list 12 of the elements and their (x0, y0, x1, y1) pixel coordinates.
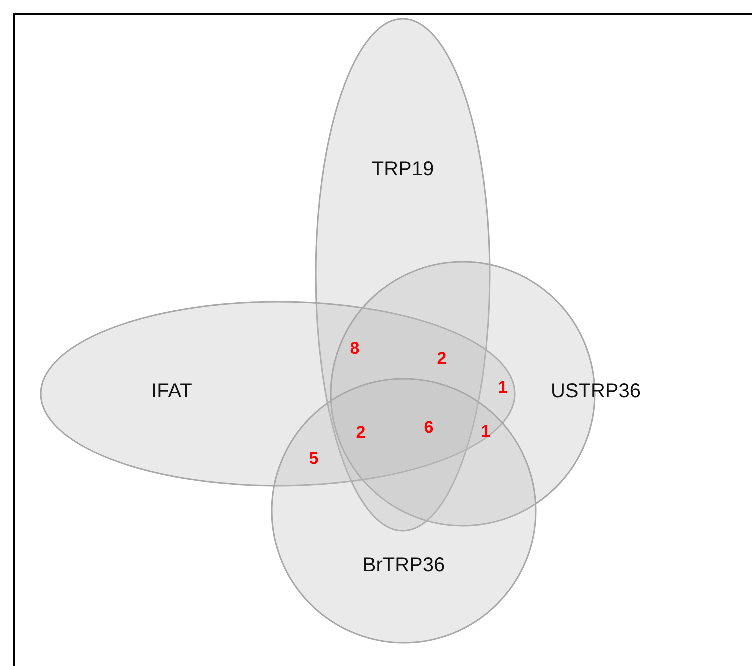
count-label: 5 (309, 449, 319, 469)
count-label: 2 (437, 349, 447, 369)
count-label: 1 (481, 422, 491, 442)
count-label: 2 (356, 423, 366, 443)
count-label: 8 (350, 339, 360, 359)
set-circle (271, 378, 537, 644)
count-label: 6 (424, 418, 434, 438)
set-label: IFAT (152, 380, 192, 404)
set-label: TRP19 (372, 158, 434, 182)
count-label: 1 (498, 378, 508, 398)
set-label: USTRP36 (550, 380, 642, 404)
set-label: BrTRP36 (362, 554, 446, 578)
